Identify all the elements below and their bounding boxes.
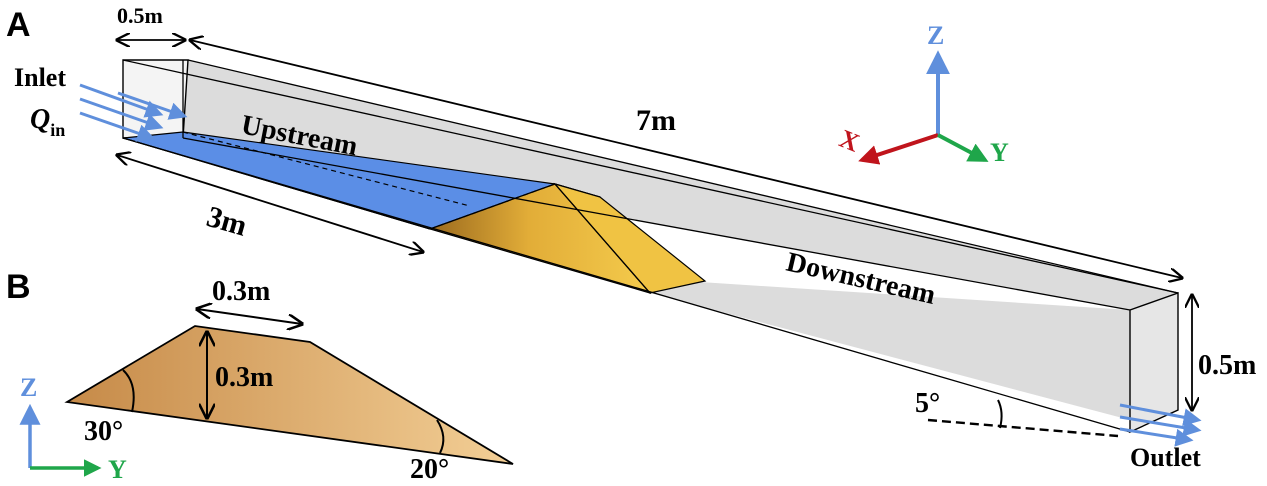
flume-floor-strip bbox=[650, 282, 1130, 420]
inlet-label: Inlet bbox=[14, 63, 66, 92]
outlet-flow-arrows bbox=[1119, 403, 1202, 447]
inflow-symbol: Qin bbox=[30, 104, 65, 140]
upstream-angle-arc bbox=[122, 369, 135, 413]
weir-height-label: 0.3m bbox=[215, 362, 273, 393]
panel-b-label: B bbox=[6, 268, 31, 306]
upstream-length-label: 3m bbox=[203, 200, 251, 243]
outlet-end-face bbox=[1129, 292, 1179, 434]
downstream-angle-arc bbox=[436, 419, 445, 454]
z-axis-label-b: Z bbox=[20, 373, 37, 402]
slope-angle-label: 5° bbox=[915, 388, 940, 419]
coordinate-axes-b bbox=[19, 403, 102, 477]
downstream-angle-label: 20° bbox=[410, 454, 449, 485]
length-arrow bbox=[190, 40, 1182, 278]
flume-length-label: 7m bbox=[636, 104, 676, 137]
x-axis-label: X bbox=[835, 124, 863, 158]
crest-width-label: 0.3m bbox=[212, 276, 270, 307]
z-axis-label: Z bbox=[927, 21, 944, 50]
outlet-label: Outlet bbox=[1130, 443, 1201, 472]
flume-height-label: 0.5m bbox=[1198, 350, 1256, 381]
crest-width-arrow bbox=[197, 309, 302, 324]
x-axis bbox=[858, 133, 939, 165]
y-axis-label-b: Y bbox=[108, 455, 127, 484]
flume-width-label: 0.5m bbox=[117, 3, 163, 28]
weir-cross-section bbox=[64, 309, 514, 465]
slope-indicator bbox=[927, 399, 1119, 438]
upstream-length-arrow bbox=[117, 155, 423, 252]
weir-section-shape bbox=[64, 325, 514, 465]
y-axis-label: Y bbox=[990, 138, 1009, 167]
inlet-flow-arrows bbox=[79, 83, 188, 142]
upstream-angle-label: 30° bbox=[84, 416, 123, 447]
y-axis bbox=[937, 133, 989, 162]
panel-a-label: A bbox=[6, 6, 31, 44]
coordinate-axes-a bbox=[858, 50, 989, 165]
dimension-arrows bbox=[117, 40, 1192, 410]
